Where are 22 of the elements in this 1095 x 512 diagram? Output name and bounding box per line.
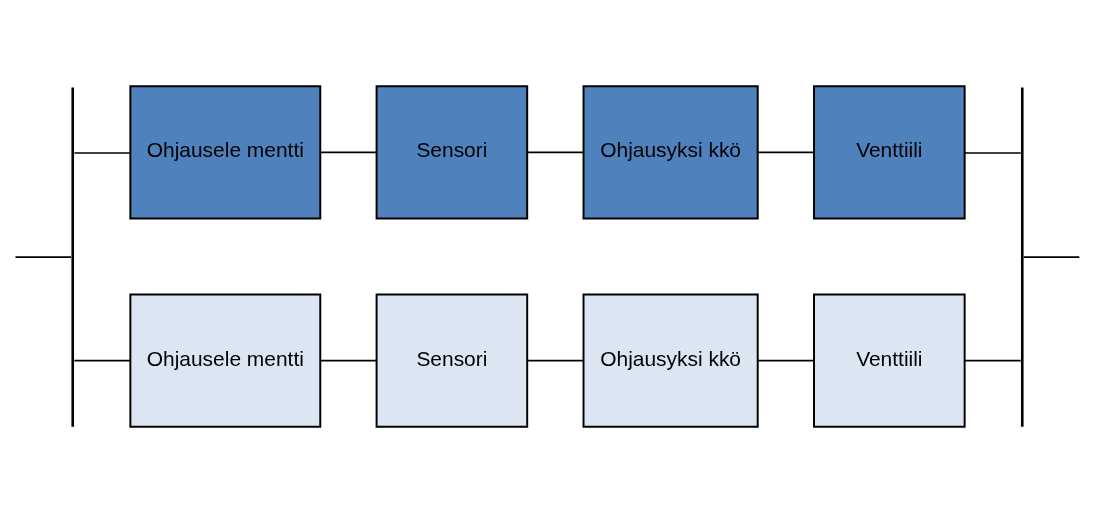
connector: [963, 151, 1022, 154]
node-box: Ohjausele mentti: [129, 293, 322, 428]
connector: [73, 359, 131, 361]
connector: [757, 359, 815, 361]
node-box: Venttiili: [813, 293, 966, 428]
node-box: Ohjausyksi kkö: [582, 293, 759, 428]
connector: [757, 151, 815, 153]
connector: [963, 359, 1022, 361]
connector: [14, 255, 72, 258]
node-box: Ohjausele mentti: [129, 84, 322, 219]
node-box: Sensori: [375, 293, 529, 428]
connector: [73, 151, 131, 154]
connector: [319, 151, 378, 153]
connector: [527, 151, 584, 153]
node-bar: [71, 87, 75, 427]
node-box: Sensori: [375, 84, 529, 219]
node-box: Ohjausyksi kkö: [582, 84, 759, 219]
connector: [319, 359, 378, 361]
node-box: Venttiili: [813, 84, 966, 219]
connector: [527, 359, 584, 361]
node-bar: [1020, 87, 1024, 427]
connector: [1022, 255, 1081, 258]
